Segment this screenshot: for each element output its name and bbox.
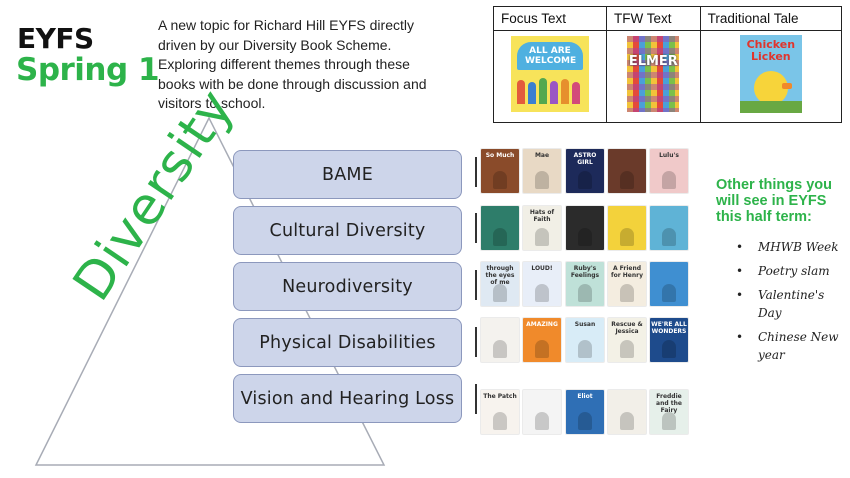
band-physical-disabilities: Physical Disabilities	[233, 318, 462, 367]
book-cover-title: Rescue & Jessica	[611, 321, 643, 335]
list-item: Valentine's Day	[736, 286, 846, 322]
book-cover: Susan	[566, 318, 604, 362]
list-item: Poetry slam	[736, 262, 846, 280]
other-things-list: MHWB Week Poetry slam Valentine's Day Ch…	[736, 238, 846, 370]
column-traditional-tale: Traditional Tale	[699, 6, 843, 31]
book-cover	[481, 318, 519, 362]
band-bame: BAME	[233, 150, 462, 199]
book-cover	[650, 262, 688, 306]
book-cover-title: Freddie and the Fairy	[656, 393, 682, 414]
book-cover: Mae	[523, 149, 561, 193]
row-marker	[475, 327, 477, 357]
book-cover	[650, 206, 688, 250]
title-spring-1: Spring 1	[16, 52, 160, 88]
book-cover: WE'RE ALL WONDERS	[650, 318, 688, 362]
elmer-cover: ELMER	[627, 36, 680, 112]
list-item: MHWB Week	[736, 238, 846, 256]
book-cover-title: Hats of Faith	[529, 209, 555, 223]
title-eyfs: EYFS	[17, 22, 94, 55]
book-cover: Rescue & Jessica	[608, 318, 646, 362]
book-cover-title: Lulu's	[659, 152, 679, 159]
chicken-licken-cover: Chicken Licken	[739, 35, 802, 113]
book-cover-title: AMAZING	[526, 321, 558, 328]
all-are-welcome-cover: ALL ARE WELCOME	[510, 36, 589, 112]
band-neurodiversity: Neurodiversity	[233, 262, 462, 311]
tfw-text-cell: ELMER	[605, 30, 701, 123]
book-cover: Hats of Faith	[523, 206, 561, 250]
book-cover: LOUD!	[523, 262, 561, 306]
book-cover-title: Susan	[574, 321, 596, 328]
book-cover	[608, 149, 646, 193]
book-cover-title: So Much	[485, 152, 515, 159]
book-cover: Freddie and the Fairy	[650, 390, 688, 434]
book-cover: So Much	[481, 149, 519, 193]
books-table: Focus Text TFW Text Traditional Tale ALL…	[493, 6, 843, 123]
book-cover: Eliot	[566, 390, 604, 434]
book-cover: through the eyes of me	[481, 262, 519, 306]
book-cover-title: ASTRO GIRL	[573, 152, 597, 166]
band-cultural-diversity: Cultural Diversity	[233, 206, 462, 255]
band-vision-hearing-loss: Vision and Hearing Loss	[233, 374, 462, 423]
book-cover: The Patch	[481, 390, 519, 434]
book-cover-title: LOUD!	[531, 265, 553, 272]
book-cover-title: Ruby's Feelings	[570, 265, 600, 279]
row-marker	[475, 270, 477, 300]
row-marker	[475, 384, 477, 414]
book-cover: AMAZING	[523, 318, 561, 362]
list-item: Chinese New year	[736, 328, 846, 364]
traditional-tale-cell: Chicken Licken	[699, 30, 843, 123]
other-things-heading: Other things you will see in EYFS this h…	[716, 177, 832, 225]
row-marker	[475, 157, 477, 187]
book-cover	[481, 206, 519, 250]
book-cover-title: Mae	[534, 152, 550, 159]
book-cover-title: WE'RE ALL WONDERS	[651, 321, 687, 335]
column-tfw-text: TFW Text	[605, 6, 701, 31]
column-focus-text: Focus Text	[493, 6, 607, 31]
book-cover: ASTRO GIRL	[566, 149, 604, 193]
book-cover: A Friend for Henry	[608, 262, 646, 306]
book-cover	[608, 390, 646, 434]
book-cover	[608, 206, 646, 250]
book-cover-title: A Friend for Henry	[610, 265, 643, 279]
book-cover-title: through the eyes of me	[485, 265, 515, 286]
intro-paragraph: A new topic for Richard Hill EYFS direct…	[158, 17, 427, 111]
book-cover: Ruby's Feelings	[566, 262, 604, 306]
book-cover	[523, 390, 561, 434]
focus-text-cell: ALL ARE WELCOME	[493, 30, 607, 123]
book-cover: Lulu's	[650, 149, 688, 193]
book-cover	[566, 206, 604, 250]
book-cover-title: The Patch	[483, 393, 517, 400]
book-cover-title: Eliot	[577, 393, 593, 400]
row-marker	[475, 213, 477, 243]
